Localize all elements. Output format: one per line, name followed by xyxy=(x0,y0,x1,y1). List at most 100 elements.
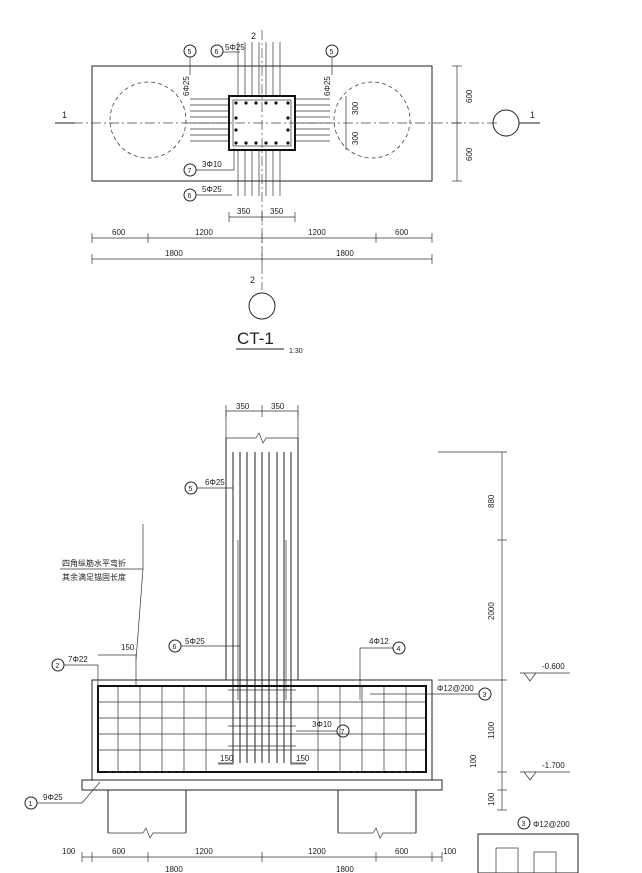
svg-text:3: 3 xyxy=(522,821,526,828)
section-view: 350 350 xyxy=(24,402,579,873)
plan-scale: 1:30 xyxy=(289,348,303,355)
plan-label-6-right: 6Φ25 xyxy=(323,76,332,96)
svg-text:3Φ10: 3Φ10 xyxy=(202,160,222,169)
svg-text:880: 880 xyxy=(487,494,496,508)
svg-text:600: 600 xyxy=(395,847,409,856)
pile-left xyxy=(109,81,187,159)
plan-callout-5-right: 5 xyxy=(325,44,339,75)
svg-text:-0.600: -0.600 xyxy=(542,662,565,671)
svg-text:其余满足锚固长度: 其余满足锚固长度 xyxy=(62,572,126,582)
plan-callout-7: 7 3Φ10 xyxy=(183,148,235,177)
svg-text:300: 300 xyxy=(351,131,360,145)
svg-text:5Φ25: 5Φ25 xyxy=(225,43,245,52)
svg-text:3: 3 xyxy=(483,692,487,699)
svg-text:350: 350 xyxy=(236,402,250,411)
section-callout-1: 1 9Φ25 xyxy=(24,781,101,810)
pile-right xyxy=(333,81,411,159)
dim-150-top: 150 xyxy=(121,643,135,652)
svg-text:-1.700: -1.700 xyxy=(542,761,565,770)
svg-text:1800: 1800 xyxy=(336,865,354,873)
svg-text:5: 5 xyxy=(189,486,193,493)
svg-text:5Φ25: 5Φ25 xyxy=(185,637,205,646)
svg-text:1200: 1200 xyxy=(195,847,213,856)
plan-callout-6-bottom: 6 5Φ25 xyxy=(183,185,232,202)
section-1-left-label: 1 xyxy=(62,110,67,120)
section-2-bottom-label: 2 xyxy=(250,275,255,285)
section-dims-right: 880 2000 1100 100 100 xyxy=(438,451,507,811)
dim-150-a: 150 xyxy=(220,754,234,763)
section-dims-bottom: 100 600 1200 1200 600 100 1800 1800 xyxy=(62,847,457,873)
dim-150-b: 150 xyxy=(296,754,310,763)
svg-text:6: 6 xyxy=(188,193,192,200)
section-column-rebars xyxy=(218,452,306,764)
elevation-bottom: -1.700 xyxy=(520,761,570,781)
section-callout-3: 3 Φ12@200 xyxy=(370,684,492,701)
plan-callout-5-left: 5 xyxy=(183,44,197,75)
section-cushion xyxy=(81,779,443,791)
section-2-top-label: 2 xyxy=(251,31,256,41)
svg-text:300: 300 xyxy=(351,101,360,115)
section-2-marker xyxy=(248,292,276,320)
svg-text:350: 350 xyxy=(237,207,251,216)
plan-title: CT-1 xyxy=(237,329,274,348)
svg-text:1800: 1800 xyxy=(336,249,354,258)
svg-text:9Φ25: 9Φ25 xyxy=(43,793,63,802)
svg-text:350: 350 xyxy=(270,207,284,216)
section-1-right-label: 1 xyxy=(530,110,535,120)
svg-text:5Φ25: 5Φ25 xyxy=(202,185,222,194)
plan-dims-bottom: 600 1200 1200 600 1800 1800 xyxy=(91,228,433,264)
section-callout-6: 6 5Φ25 xyxy=(168,637,240,653)
svg-text:4: 4 xyxy=(397,646,401,653)
svg-text:1100: 1100 xyxy=(487,721,496,739)
section-callout-5: 5 6Φ25 xyxy=(184,478,233,495)
svg-text:5: 5 xyxy=(188,49,192,56)
svg-text:7: 7 xyxy=(341,729,345,736)
svg-text:600: 600 xyxy=(112,228,126,237)
svg-text:2: 2 xyxy=(56,663,60,670)
plan-dims-column: 350 350 xyxy=(228,207,296,222)
svg-text:350: 350 xyxy=(271,402,285,411)
svg-text:600: 600 xyxy=(465,89,474,103)
svg-text:Φ12@200: Φ12@200 xyxy=(437,684,474,693)
svg-text:600: 600 xyxy=(465,147,474,161)
svg-text:2000: 2000 xyxy=(487,602,496,620)
svg-text:6: 6 xyxy=(173,644,177,651)
svg-text:1800: 1800 xyxy=(165,865,183,873)
svg-text:6Φ25: 6Φ25 xyxy=(205,478,225,487)
svg-text:600: 600 xyxy=(395,228,409,237)
svg-text:5: 5 xyxy=(330,49,334,56)
column-bars xyxy=(234,101,290,145)
svg-text:四角纵筋水平弯折: 四角纵筋水平弯折 xyxy=(62,558,126,568)
elevation-top: -0.600 xyxy=(520,662,570,682)
svg-text:7: 7 xyxy=(188,168,192,175)
svg-text:1: 1 xyxy=(29,801,33,808)
svg-text:100: 100 xyxy=(62,847,76,856)
plan-label-6-left: 6Φ25 xyxy=(182,76,191,96)
svg-text:Φ12@200: Φ12@200 xyxy=(533,820,570,829)
svg-text:600: 600 xyxy=(112,847,126,856)
section-note: 四角纵筋水平弯折 其余满足锚固长度 xyxy=(60,524,144,661)
svg-text:3Φ10: 3Φ10 xyxy=(312,720,332,729)
section-callout-4: 4 4Φ12 xyxy=(359,637,406,700)
plan-dims-right: 600 600 300 300 xyxy=(345,65,474,182)
detail-3-box: 3 Φ12@200 xyxy=(477,816,579,873)
svg-text:1800: 1800 xyxy=(165,249,183,258)
svg-text:100: 100 xyxy=(487,792,496,806)
plan-view: 1 1 2 2 5 6 5Φ25 5 6Φ25 6Φ25 7 3Φ1 xyxy=(55,30,540,355)
plan-callout-6-top: 6 5Φ25 xyxy=(210,43,245,58)
svg-text:1200: 1200 xyxy=(308,228,326,237)
section-callout-2: 2 7Φ22 xyxy=(51,655,99,686)
section-cap-grid xyxy=(98,686,426,772)
section-piles xyxy=(107,771,417,839)
svg-text:100: 100 xyxy=(469,754,478,768)
svg-text:100: 100 xyxy=(443,847,457,856)
section-callout-7: 7 3Φ10 xyxy=(296,720,350,738)
section-dims-column: 350 350 xyxy=(225,402,299,440)
svg-text:6: 6 xyxy=(215,49,219,56)
svg-text:7Φ22: 7Φ22 xyxy=(68,655,88,664)
svg-text:1200: 1200 xyxy=(308,847,326,856)
svg-text:1200: 1200 xyxy=(195,228,213,237)
section-cap-rebar-cage xyxy=(97,685,427,773)
svg-text:4Φ12: 4Φ12 xyxy=(369,637,389,646)
